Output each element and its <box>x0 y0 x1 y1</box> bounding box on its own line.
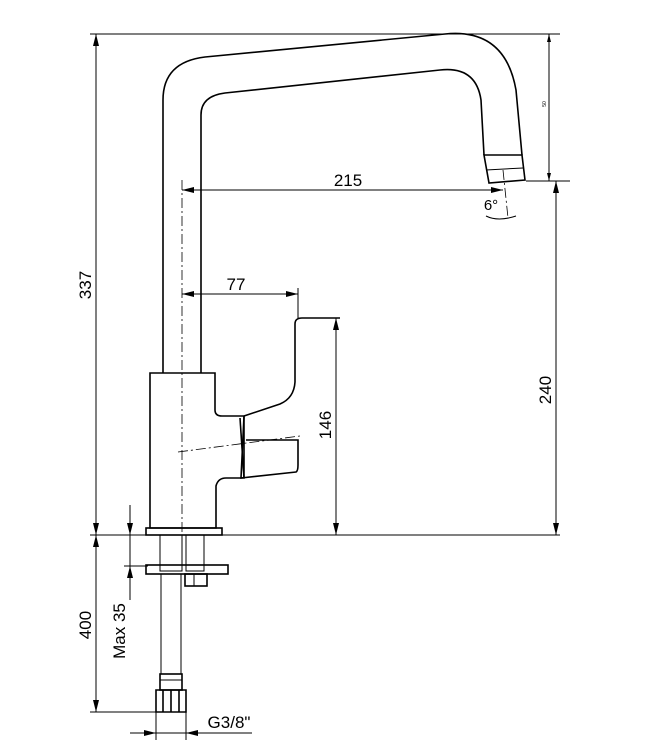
handle-front <box>239 417 245 479</box>
arrow-max35-bottom <box>127 566 133 578</box>
arrow-small-top <box>547 34 551 42</box>
dimension-labels: 337 215 77 146 240 400 Max 35 G3/8" 6° 5… <box>76 101 555 732</box>
spout-outer-line <box>162 32 523 373</box>
hose-nut <box>155 689 187 713</box>
arrow-240-top <box>553 181 559 193</box>
arrow-146-bottom <box>333 523 339 535</box>
handle-axis <box>177 435 301 453</box>
under-deck <box>145 534 229 713</box>
arrow-77-left <box>182 291 194 297</box>
label-angle: 6° <box>484 197 498 214</box>
arrow-g38-left <box>144 730 156 736</box>
arrow-g38-right <box>186 730 198 736</box>
arrow-max35-top <box>127 523 133 535</box>
arrow-215-left <box>182 187 194 193</box>
label-max35: Max 35 <box>110 603 129 659</box>
arrow-77-right <box>286 291 298 297</box>
spout-tip-detail <box>485 167 524 171</box>
arrow-337-bottom <box>93 523 99 535</box>
label-146: 146 <box>316 411 335 439</box>
label-337: 337 <box>76 271 95 299</box>
arrow-small-bottom <box>547 173 551 181</box>
label-77: 77 <box>227 275 246 294</box>
lever-handle <box>240 317 340 479</box>
arrow-240-bottom <box>553 523 559 535</box>
arrow-215-right <box>491 187 503 193</box>
mounting-nut <box>184 573 208 587</box>
spout-axis <box>502 169 509 219</box>
base-plate <box>145 527 223 536</box>
label-240: 240 <box>536 376 555 404</box>
arrow-400-top <box>93 535 99 547</box>
main-body <box>149 372 245 529</box>
hose-ferrule <box>159 673 183 691</box>
mounting-plate <box>145 564 229 575</box>
center-lines <box>177 169 509 560</box>
arrow-146-top <box>333 318 339 330</box>
label-215: 215 <box>334 171 362 190</box>
angle-arc <box>485 215 517 220</box>
dimension-lines <box>90 33 570 740</box>
spout-inner-line <box>200 68 485 373</box>
arrow-400-bottom <box>93 700 99 712</box>
spout-tip <box>483 154 526 184</box>
arrow-337-top <box>93 34 99 46</box>
label-400: 400 <box>76 611 95 639</box>
label-g38: G3/8" <box>208 713 251 732</box>
label-tip-small: 50 <box>542 101 548 107</box>
braided-hose <box>160 573 182 675</box>
